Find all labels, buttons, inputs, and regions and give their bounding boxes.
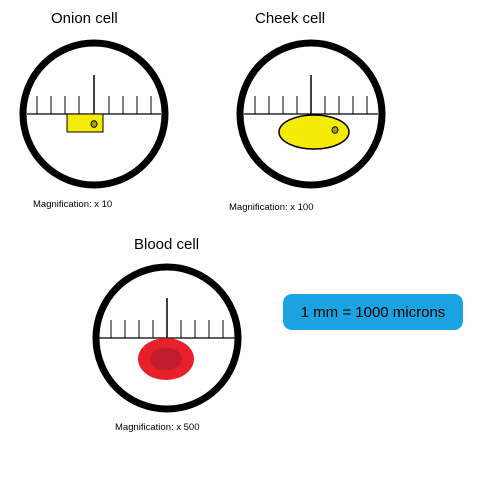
onion-ruler-ticks [36, 96, 152, 114]
blood-cell-title: Blood cell [134, 236, 200, 253]
cheek-cell-title: Cheek cell [255, 10, 326, 27]
conversion-info-box: 1 mm = 1000 microns [283, 294, 463, 330]
conversion-info-text: 1 mm = 1000 microns [300, 303, 446, 321]
cheek-ruler-ticks [254, 96, 368, 114]
cheek-cell-magnification: Magnification: x 100 [229, 202, 314, 213]
blood-cell-magnification: Magnification: x 500 [115, 422, 200, 433]
cheek-cell [278, 114, 350, 150]
blood-cell-center [150, 347, 182, 371]
onion-cell-nucleus [90, 120, 98, 128]
cheek-cell-nucleus [331, 126, 339, 134]
blood-ruler-ticks [110, 320, 224, 338]
onion-cell-title: Onion cell [51, 10, 118, 27]
onion-cell-magnification: Magnification: x 10 [33, 199, 113, 210]
